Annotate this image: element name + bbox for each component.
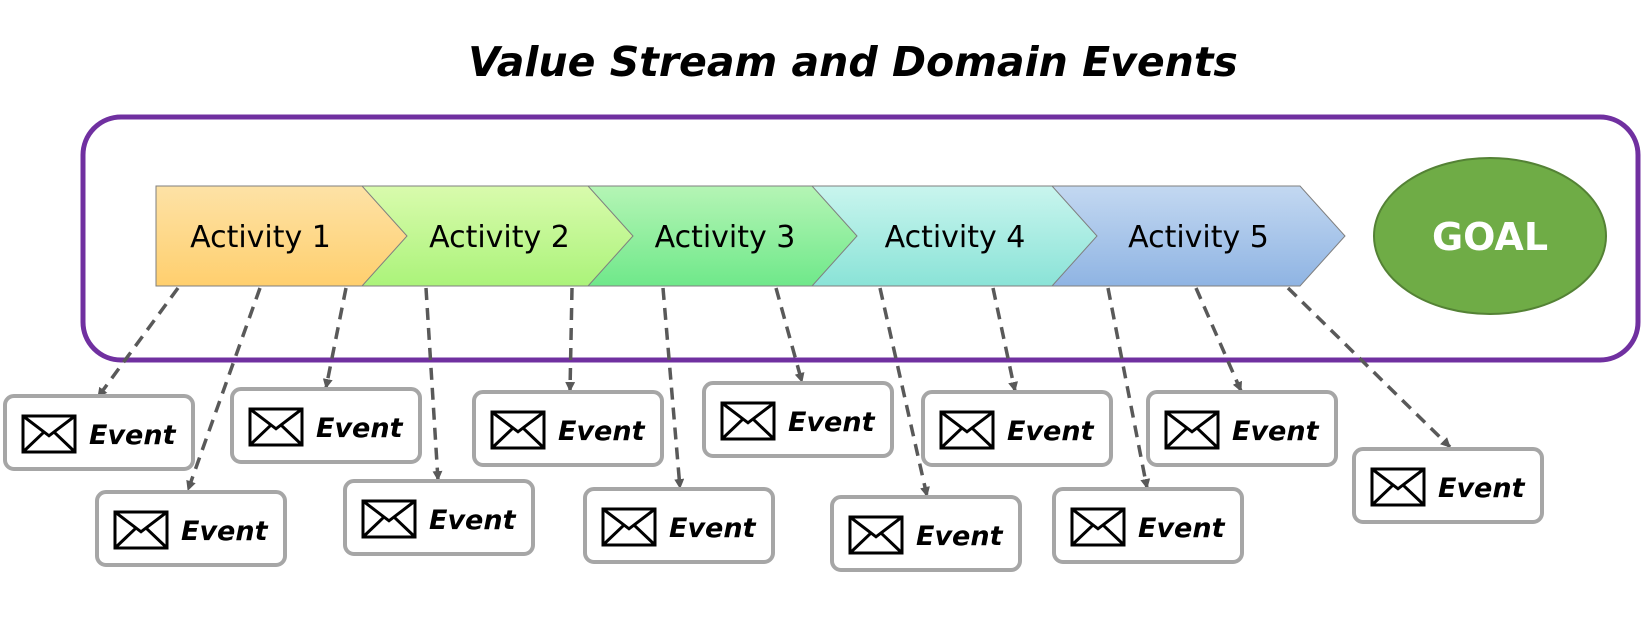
event-connector [1106, 287, 1151, 489]
event-card: Event [1146, 390, 1338, 467]
event-label: Event [1232, 416, 1320, 447]
event-connector [1286, 286, 1452, 449]
envelope-icon [490, 410, 546, 450]
event-label: Event [916, 521, 1004, 552]
envelope-icon [939, 410, 995, 450]
diagram-title: Value Stream and Domain Events [468, 38, 1238, 86]
event-card: Event [343, 479, 535, 556]
activity-4-label: Activity 4 [885, 220, 1026, 255]
envelope-icon [720, 401, 776, 441]
event-card: Event [583, 487, 775, 564]
event-connector [878, 287, 930, 497]
goal-label: GOAL [1432, 215, 1548, 259]
event-label: Event [1007, 416, 1095, 447]
envelope-icon [1370, 467, 1426, 507]
event-connector [186, 287, 262, 491]
envelope-icon [113, 510, 169, 550]
envelope-icon [1070, 507, 1126, 547]
event-card: Event [921, 390, 1113, 467]
envelope-icon [361, 499, 417, 539]
event-connector [322, 287, 348, 389]
event-connector [774, 287, 805, 383]
event-label: Event [1138, 513, 1226, 544]
event-card: Event [1352, 447, 1544, 524]
event-connector [661, 287, 685, 489]
envelope-icon [848, 515, 904, 555]
event-label: Event [429, 505, 517, 536]
event-label: Event [181, 516, 269, 547]
activity-1-label: Activity 1 [190, 220, 331, 255]
event-connector [565, 287, 576, 392]
envelope-icon [1164, 410, 1220, 450]
activity-5-label: Activity 5 [1128, 220, 1269, 255]
event-card: Event [702, 381, 894, 458]
event-connector [991, 287, 1019, 392]
event-connector [1194, 287, 1243, 392]
event-label: Event [669, 513, 757, 544]
envelope-icon [21, 414, 77, 454]
event-card: Event [1052, 487, 1244, 564]
event-label: Event [788, 407, 876, 438]
event-card: Event [830, 495, 1022, 572]
goal-ellipse [1373, 157, 1607, 315]
activity-3-label: Activity 3 [655, 220, 796, 255]
activity-2-label: Activity 2 [429, 220, 570, 255]
value-stream-container [80, 114, 1641, 363]
event-card: Event [95, 490, 287, 567]
event-label: Event [1438, 473, 1526, 504]
envelope-icon [248, 407, 304, 447]
activity-5-chevron [1050, 185, 1346, 287]
event-connector [96, 286, 180, 399]
envelope-icon [601, 507, 657, 547]
event-connector [424, 287, 443, 481]
event-label: Event [316, 413, 404, 444]
event-card: Event [472, 390, 664, 467]
event-label: Event [89, 420, 177, 451]
event-card: Event [230, 387, 422, 464]
event-label: Event [558, 416, 646, 447]
event-card: Event [3, 394, 195, 471]
